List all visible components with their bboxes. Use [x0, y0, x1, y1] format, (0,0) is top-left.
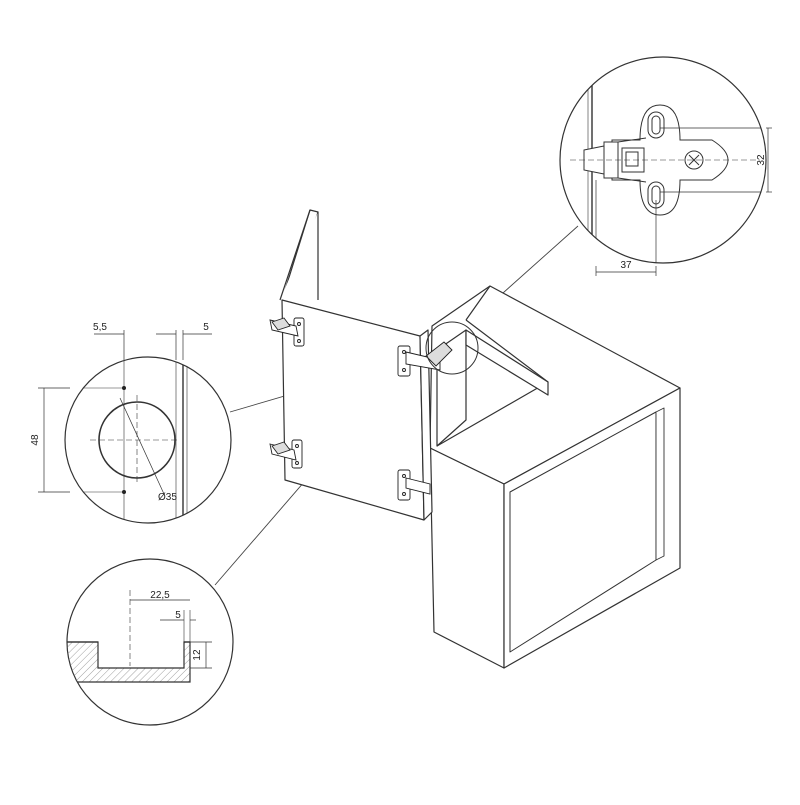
detail-marker-circle	[425, 321, 479, 375]
hinge-bottom-left	[269, 439, 303, 469]
detail-cup-hole: 5,5 5 48 Ø35	[30, 322, 232, 524]
dimension-width-37: 37	[620, 260, 632, 271]
door-hinges	[269, 317, 453, 501]
dimension-offset-5: 5	[203, 322, 209, 333]
dimension-edge-5-5: 5,5	[93, 322, 107, 333]
detail-mounting-plate: 37 32	[559, 56, 772, 276]
dimension-height-32: 32	[756, 154, 767, 166]
dimension-spacing-48: 48	[30, 434, 41, 446]
corner-cabinet	[429, 285, 681, 669]
hinge-bottom-center	[397, 469, 431, 501]
hinge-top-left	[269, 317, 305, 347]
dimension-depth-12: 12	[192, 649, 203, 661]
bifold-doors	[279, 209, 433, 521]
detail-cross-section: 22,5 5 12	[66, 558, 234, 726]
hinge-top-center	[397, 341, 453, 377]
dimension-width-22-5: 22,5	[150, 590, 170, 601]
dimension-diameter-35: Ø35	[158, 492, 177, 503]
dimension-offset-5-bottom: 5	[175, 610, 181, 621]
